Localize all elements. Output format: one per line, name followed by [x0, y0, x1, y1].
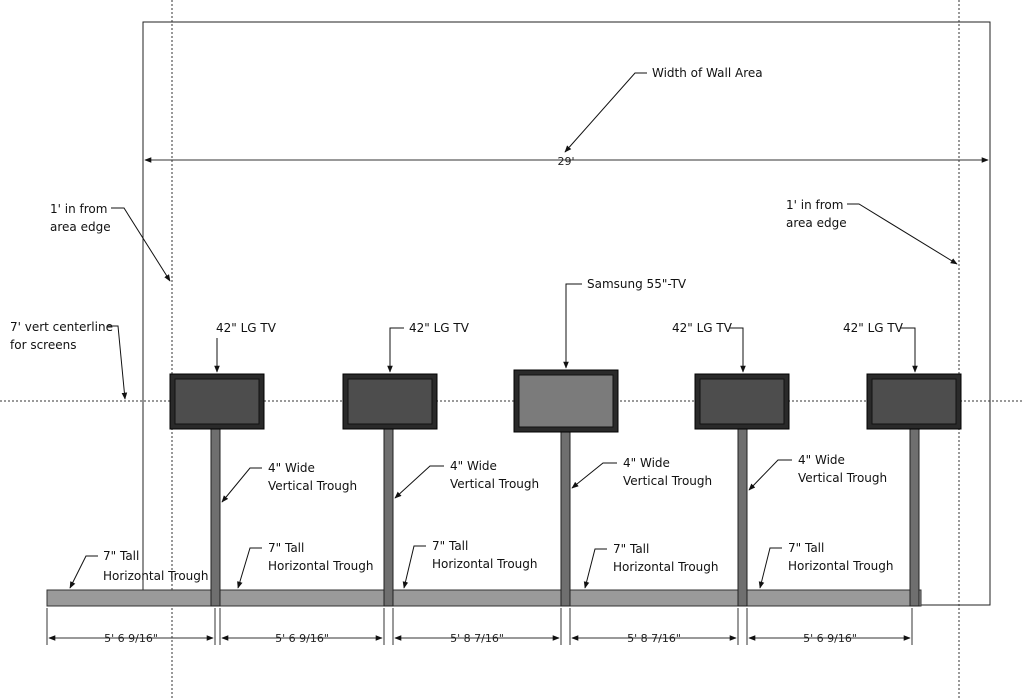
horizontal-trough-5-leader [758, 547, 782, 589]
left-edge-callout-line2: area edge [50, 220, 111, 234]
vertical-trough-1-leader [221, 467, 262, 503]
tv-label-2: 42" LG TV [409, 321, 470, 335]
tv-label-4: 42" LG TV [672, 321, 733, 335]
horizontal-cable-trough [46, 589, 922, 607]
horizontal-trough-1-label-line2: Horizontal Trough [103, 569, 209, 583]
spacing-dimension-1: 5' 6 9/16" [104, 632, 158, 645]
right-edge-callout-leader [847, 203, 958, 265]
horizontal-trough-3-label-line2: Horizontal Trough [432, 557, 538, 571]
spacing-dimension-3: 5' 8 7/16" [450, 632, 504, 645]
tv-label-1: 42" LG TV [216, 321, 277, 335]
tv-label-5: 42" LG TV [843, 321, 904, 335]
horizontal-trough-4-label-line2: Horizontal Trough [613, 560, 719, 574]
tv-screen-5-display [871, 378, 957, 425]
wall-width-label: 29' [557, 155, 574, 168]
horizontal-trough-1-label-line1: 7" Tall [103, 549, 139, 563]
tv-screen-4 [694, 373, 790, 430]
centerline-callout-line1: 7' vert centerline [10, 320, 113, 334]
tv-label-5-leader [900, 327, 918, 373]
horizontal-trough-2-leader [237, 547, 262, 589]
vertical-trough-4-leader [748, 459, 792, 491]
spacing-dimension-5: 5' 6 9/16" [803, 632, 857, 645]
vertical-trough-2 [383, 427, 394, 607]
tv-screen-2-display [347, 378, 433, 425]
wall-area-outline [142, 21, 991, 606]
tv-screen-3 [513, 369, 619, 433]
vertical-trough-2-leader [394, 465, 444, 499]
centerline-callout-leader [107, 325, 128, 400]
horizontal-trough-2-label-line2: Horizontal Trough [268, 559, 374, 573]
tv-label-3-leader [563, 283, 582, 369]
horizontal-trough-1-leader [69, 555, 98, 589]
tv-screen-4-display [699, 378, 785, 425]
horizontal-trough-5-label-line1: 7" Tall [788, 541, 824, 555]
vertical-trough-5 [909, 427, 920, 607]
spacing-dimension-4: 5' 8 7/16" [627, 632, 681, 645]
right-edge-callout-line2: area edge [786, 216, 847, 230]
centerline-callout-line2: for screens [10, 338, 76, 352]
left-edge-callout-leader [111, 207, 171, 282]
tv-screen-3-display [518, 374, 614, 428]
vertical-trough-1 [210, 427, 221, 607]
vertical-trough-1-label-line2: Vertical Trough [268, 479, 357, 493]
tv-label-4-leader [730, 327, 746, 373]
horizontal-trough-3-leader [402, 545, 426, 589]
vertical-trough-3 [560, 430, 571, 607]
vertical-trough-3-label-line1: 4" Wide [623, 456, 670, 470]
vertical-trough-3-label-line2: Vertical Trough [623, 474, 712, 488]
vertical-trough-4-label-line1: 4" Wide [798, 453, 845, 467]
vertical-trough-4-label-line2: Vertical Trough [798, 471, 887, 485]
tv-screen-1 [169, 373, 265, 430]
horizontal-trough-5-label-line2: Horizontal Trough [788, 559, 894, 573]
vertical-trough-4 [737, 427, 748, 607]
wall-width-callout-leader [564, 72, 647, 153]
tv-screen-1-display [174, 378, 260, 425]
left-edge-callout-line1: 1' in from [50, 202, 107, 216]
vertical-trough-3-leader [571, 462, 617, 489]
horizontal-trough-3-label-line1: 7" Tall [432, 539, 468, 553]
tv-label-2-leader [387, 327, 404, 373]
spacing-dimension-2: 5' 6 9/16" [275, 632, 329, 645]
horizontal-trough-4-leader [583, 548, 607, 589]
vertical-trough-2-label-line1: 4" Wide [450, 459, 497, 473]
tv-screen-5 [866, 373, 962, 430]
wall-width-callout: Width of Wall Area [652, 66, 763, 80]
tv-label-3: Samsung 55"-TV [587, 277, 687, 291]
horizontal-trough-2-label-line1: 7" Tall [268, 541, 304, 555]
vertical-trough-2-label-line2: Vertical Trough [450, 477, 539, 491]
tv-screen-2 [342, 373, 438, 430]
right-edge-callout-line1: 1' in from [786, 198, 843, 212]
horizontal-trough-4-label-line1: 7" Tall [613, 542, 649, 556]
vertical-trough-1-label-line1: 4" Wide [268, 461, 315, 475]
